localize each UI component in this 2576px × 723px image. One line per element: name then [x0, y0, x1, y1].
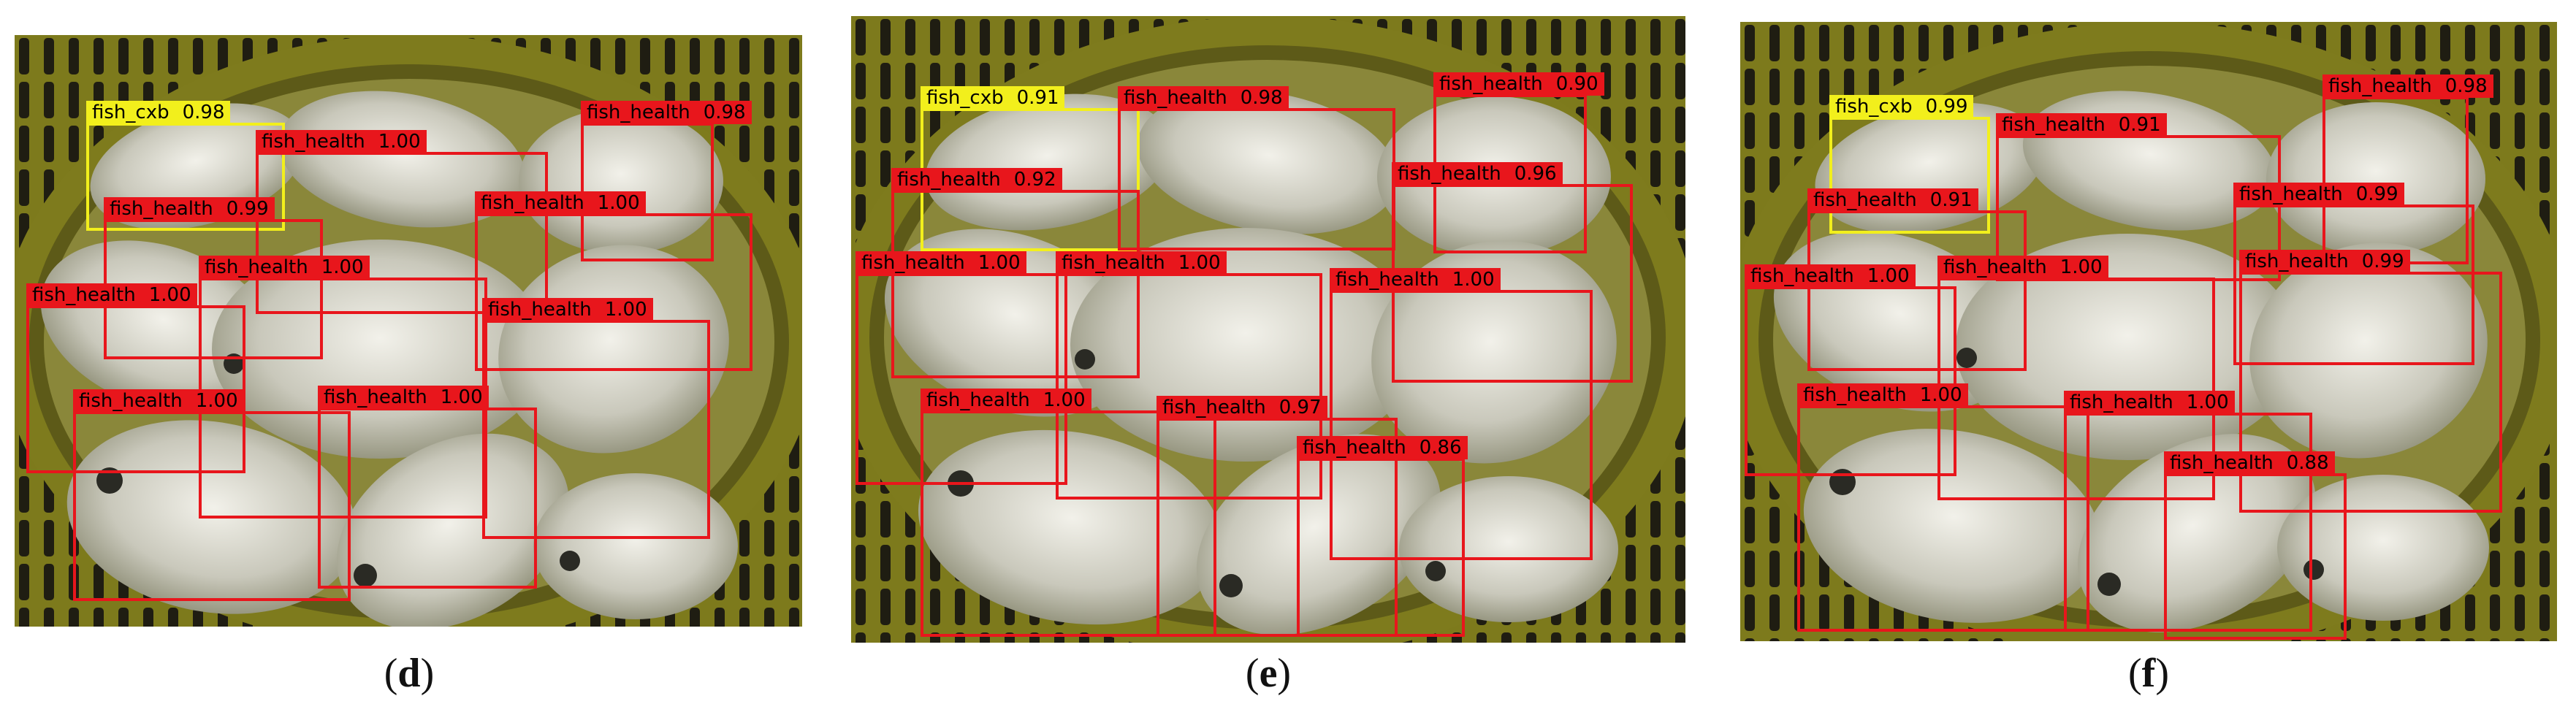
panel-caption-d: (d) — [384, 651, 435, 696]
panel-caption-f: (f) — [2128, 651, 2169, 696]
panel-caption-e: (e) — [1245, 651, 1292, 696]
